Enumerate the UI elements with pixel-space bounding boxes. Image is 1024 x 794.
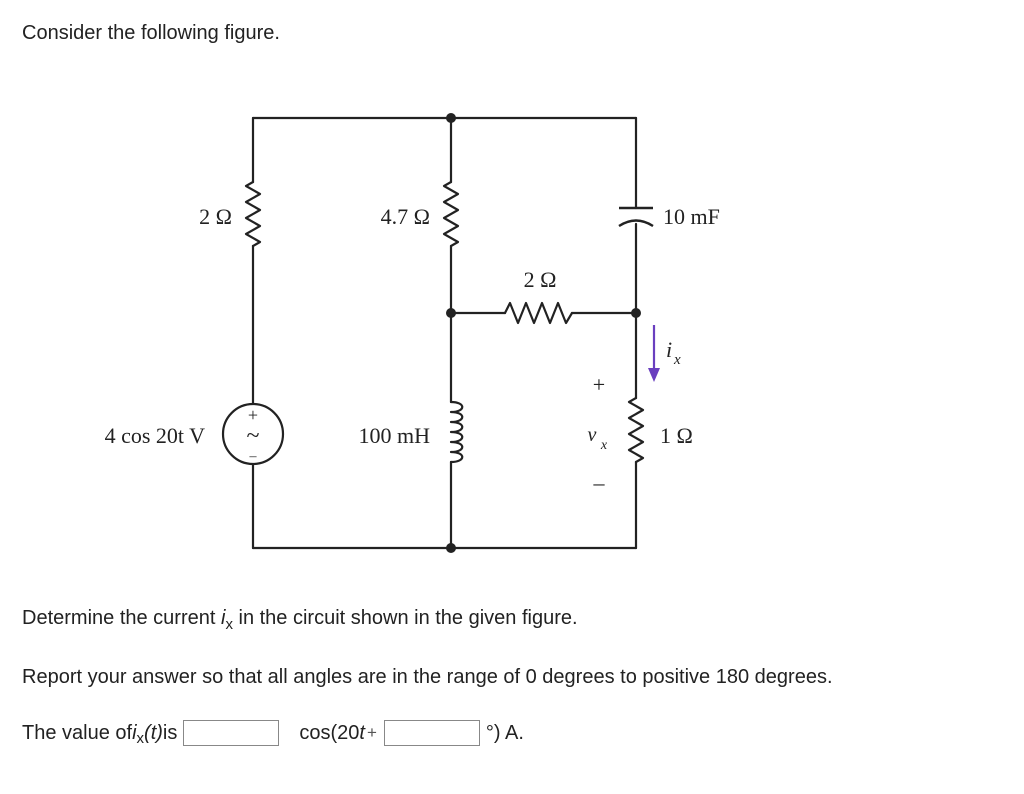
voltage-source-icon	[221, 402, 285, 466]
answer-cos: cos(20	[299, 721, 360, 744]
current-arrow-head	[648, 368, 660, 382]
label-vx-plus: +	[593, 372, 605, 397]
answer-plus: +	[366, 723, 377, 742]
resistor-2ohm-cross	[503, 301, 574, 325]
source-tilde-sign: ~	[247, 423, 260, 449]
junction-dot-mid-right	[631, 308, 641, 318]
inductor-100mh	[449, 400, 464, 464]
question-pre: Determine the current	[22, 607, 221, 629]
resistor-4.7ohm	[442, 180, 460, 248]
source-minus-sign: –	[249, 449, 258, 464]
source-plus-sign: +	[248, 405, 258, 425]
question-var-sub: x	[225, 616, 233, 633]
resistor-2ohm-left	[244, 180, 262, 248]
answer-pre: The value of	[22, 721, 133, 744]
label-r-left: 2 Ω	[199, 204, 232, 229]
answer-t-var: t	[359, 721, 365, 744]
answer-var-sub: x	[136, 729, 145, 747]
label-vx-minus: –	[593, 470, 606, 495]
question-text: Determine the current ix in the circuit …	[22, 607, 578, 633]
label-vx-v: v	[588, 424, 597, 446]
answer-post: °) A.	[485, 721, 524, 744]
answer-var-i: i	[132, 721, 137, 744]
junction-dot-top	[446, 113, 456, 123]
label-r-cross: 2 Ω	[524, 267, 557, 292]
label-inductor: 100 mH	[359, 423, 431, 448]
angle-input[interactable]	[383, 720, 480, 746]
junction-dot-bottom	[446, 543, 456, 553]
answer-arg: (t)	[144, 721, 163, 744]
instruction-text: Report your answer so that all angles ar…	[22, 666, 833, 688]
label-source: 4 cos 20t V	[105, 423, 206, 448]
label-vx-sub: x	[600, 438, 608, 453]
label-r-right: 1 Ω	[660, 423, 693, 448]
question-var-i: i	[220, 607, 226, 629]
label-current-i: i	[666, 337, 672, 362]
intro-text: Consider the following figure.	[22, 22, 280, 44]
label-capacitor: 10 mF	[663, 204, 720, 229]
junction-dot-mid-left	[446, 308, 456, 318]
circuit-diagram: + ~ – 2 Ω 4.7 Ω 10 mF 2 Ω i x 4 cos 20t …	[105, 113, 720, 553]
magnitude-input[interactable]	[183, 720, 280, 746]
resistor-1ohm	[627, 396, 645, 464]
question-post: in the circuit shown in the given figure…	[232, 607, 578, 629]
answer-is: is	[162, 721, 178, 744]
label-r-mid: 4.7 Ω	[381, 204, 430, 229]
capacitor-plate-bottom	[618, 219, 654, 228]
label-current-sub: x	[673, 352, 681, 368]
